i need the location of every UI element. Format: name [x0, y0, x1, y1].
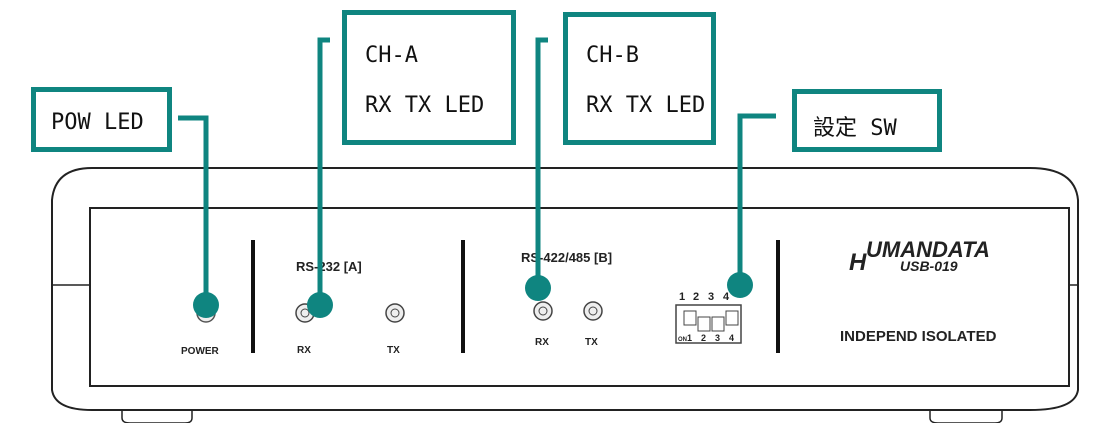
leader-setting-sw: [737, 113, 776, 285]
divider-1: [251, 240, 255, 353]
setting-sw-callout-text: 設定 SW: [813, 116, 897, 141]
ch-a-tx-led: [385, 303, 405, 323]
right-foot: [929, 410, 1003, 424]
ch-b-callout: CH-B RX TX LED: [563, 12, 716, 145]
isolation-label: INDEPEND ISOLATED: [840, 328, 997, 345]
leader-power: [178, 115, 209, 303]
ch-b-tx-led: [583, 301, 603, 321]
power-label: POWER: [181, 346, 220, 357]
pow-led-callout: POW LED: [31, 87, 172, 152]
dip-bottom-number-2: 2: [701, 333, 706, 343]
dip-top-number-1: 1: [679, 291, 685, 303]
ch-b-callout-title: CH-B: [586, 43, 639, 68]
dip-bottom-number-3: 3: [715, 333, 720, 343]
dip-on-mark: ON: [678, 337, 687, 343]
brand-logo: UMANDATA: [866, 237, 990, 262]
model-name: USB-019: [900, 258, 958, 274]
section-a-title: RS-232 [A]: [296, 259, 362, 274]
divider-3: [776, 240, 780, 353]
ch-a-callout-sub: RX TX LED: [365, 93, 485, 118]
dip-bottom-number-4: 4: [729, 333, 734, 343]
ch-b-tx-label: TX: [585, 337, 598, 348]
left-foot: [121, 410, 193, 424]
dot-ch-a: [307, 292, 333, 318]
dip-top-number-4: 4: [723, 291, 730, 303]
dip-top-number-3: 3: [708, 291, 714, 303]
setting-sw-callout: 設定 SW: [792, 89, 942, 152]
dip-bottom-number-1: 1: [687, 333, 692, 343]
ch-a-callout-title: CH-A: [365, 43, 418, 68]
ch-a-rx-label: RX: [297, 345, 311, 356]
ch-b-callout-sub: RX TX LED: [586, 93, 706, 118]
ch-b-rx-label: RX: [535, 337, 549, 348]
brand-logo-initial: H: [849, 249, 867, 276]
leader-ch-a: [317, 37, 330, 303]
ch-a-callout: CH-A RX TX LED: [342, 10, 516, 145]
dot-power: [193, 292, 219, 318]
front-panel: [89, 207, 1070, 387]
dot-ch-b: [525, 275, 551, 301]
ch-a-tx-label: TX: [387, 345, 400, 356]
pow-led-callout-text: POW LED: [51, 110, 144, 135]
ch-b-rx-led: [533, 301, 553, 321]
section-b-title: RS-422/485 [B]: [521, 250, 612, 265]
dot-setting-sw: [727, 272, 753, 298]
dip-top-number-2: 2: [693, 291, 699, 303]
divider-2: [461, 240, 465, 353]
dip-switch: [675, 304, 742, 344]
leader-ch-b: [535, 37, 548, 288]
